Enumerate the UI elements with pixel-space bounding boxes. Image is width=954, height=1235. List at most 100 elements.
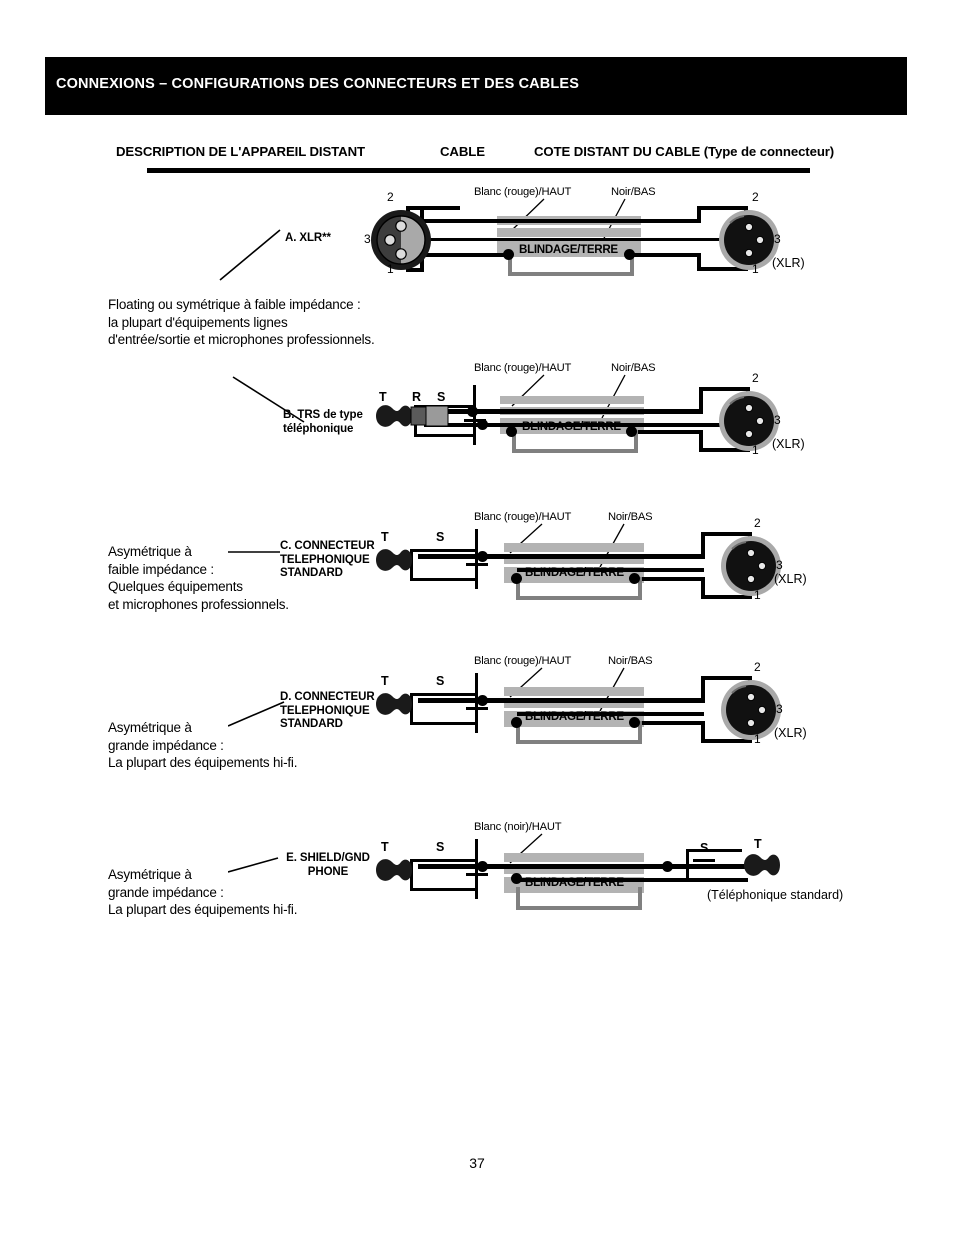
- row-d-shield-loop: [516, 721, 642, 744]
- row-c-description: Asymétrique à faible impédance : Quelque…: [108, 544, 289, 612]
- row-d-right-connector-type: (XLR): [774, 726, 807, 740]
- row-b-wire: [414, 434, 476, 437]
- row-a-shield-dot-left: [503, 249, 514, 260]
- row-e-shield-dot-left: [511, 873, 522, 884]
- row-a-wire: [697, 253, 701, 271]
- row-d-hot-label: Blanc (rouge)/HAUT: [474, 655, 572, 667]
- row-a-shield-band-mid: [497, 228, 641, 237]
- row-d-cold-label: Noir/BAS: [608, 655, 653, 667]
- row-a-shield-band-bot: [497, 240, 641, 257]
- row-a-wire: [420, 219, 700, 223]
- row-b-right-xlr-connector: [719, 391, 779, 451]
- row-b-leader-line: [232, 376, 305, 423]
- row-d-shield-band-top: [504, 687, 644, 696]
- row-b-shield-dot-left: [506, 426, 517, 437]
- row-b-shield-loop: [512, 430, 638, 453]
- row-c-shield-band-top: [504, 543, 644, 552]
- row-d-wire: [410, 722, 478, 725]
- row-d-wire: [466, 707, 488, 710]
- row-e-wire: [418, 864, 748, 869]
- row-c-leader-line: [228, 551, 280, 553]
- row-b-right-pin-3: 3: [774, 413, 781, 427]
- row-b-cold-label: Noir/BAS: [611, 362, 656, 374]
- column-heading-description: DESCRIPTION DE L'APPAREIL DISTANT: [116, 144, 365, 159]
- row-b-label: B. TRS de type téléphonique: [283, 409, 363, 435]
- row-a-description: Floating ou symétrique à faible impédanc…: [108, 297, 375, 347]
- row-c-contact-s: S: [436, 530, 445, 544]
- row-a-hot-leader: [511, 198, 545, 231]
- row-e-wire: [466, 873, 488, 876]
- section-header-bar: CONNEXIONS – CONFIGURATIONS DES CONNECTE…: [45, 57, 907, 115]
- row-e-right-connector-type: (Téléphonique standard): [707, 888, 844, 902]
- row-d-label: D. CONNECTEUR TELEPHONIQUE STANDARD: [280, 691, 375, 730]
- row-d-wire: [701, 676, 751, 680]
- row-c-label: C. CONNECTEUR TELEPHONIQUE STANDARD: [280, 540, 375, 579]
- row-b-contact-s: S: [437, 390, 446, 404]
- row-a-label: A. XLR**: [285, 232, 331, 244]
- row-a-wire: [404, 238, 748, 241]
- row-a-wire: [697, 206, 701, 223]
- row-c-wire: [701, 532, 751, 536]
- row-b-wire: [699, 387, 749, 391]
- row-e-left-phone-plug: [376, 859, 412, 881]
- row-c-hot-dot: [477, 551, 488, 562]
- row-a-wire: [420, 253, 508, 257]
- row-e-shield-band-top: [504, 853, 644, 862]
- row-b-shield-label: BLINDAGE/TERRE: [522, 420, 621, 433]
- row-c-wire: [701, 532, 705, 559]
- row-c-shield-band-mid: [504, 555, 644, 564]
- row-e-wire: [517, 878, 748, 882]
- row-a-wire: [420, 253, 424, 272]
- row-c-wire: [410, 549, 413, 581]
- row-d-hot-dot: [477, 695, 488, 706]
- row-b-wire: [464, 419, 486, 422]
- row-a-left-pin-1: 1: [387, 262, 394, 276]
- section-header-title: CONNEXIONS – CONFIGURATIONS DES CONNECTE…: [56, 76, 580, 92]
- row-e-shield-band-mid: [504, 865, 644, 874]
- row-a-wire: [697, 267, 747, 271]
- row-b-contact-t: T: [379, 390, 387, 404]
- row-d-contact-s: S: [436, 674, 445, 688]
- row-c-shield-dot-right: [629, 573, 640, 584]
- row-c-right-pin-1: 1: [754, 588, 761, 602]
- row-b-cold-dot: [477, 419, 488, 430]
- row-d-wire: [630, 721, 704, 725]
- row-a-hot-label: Blanc (rouge)/HAUT: [474, 186, 572, 198]
- row-e-right-phone-plug: [744, 854, 780, 876]
- row-e-shield-label: BLINDAGE/TERRE: [525, 876, 624, 889]
- row-e-wire: [693, 859, 715, 862]
- row-a-wire: [629, 253, 701, 257]
- row-d-phone-plug: [376, 693, 412, 715]
- row-a-left-pin-3: 3: [364, 232, 371, 246]
- row-d-right-pin-1: 1: [754, 732, 761, 746]
- row-b-wire: [424, 423, 750, 427]
- row-b-contact-r: R: [412, 390, 422, 404]
- row-a-shield-label: BLINDAGE/TERRE: [519, 243, 618, 256]
- row-a-right-xlr-connector: [719, 210, 779, 270]
- row-c-phone-plug: [376, 549, 412, 571]
- row-e-label: E. SHIELD/GND PHONE: [286, 852, 370, 878]
- row-d-leader-line: [228, 701, 285, 727]
- row-d-wire: [475, 673, 478, 733]
- row-b-wire: [424, 409, 702, 414]
- row-d-shield-label: BLINDAGE/TERRE: [525, 710, 624, 723]
- row-e-description: Asymétrique à grande impédance : La plup…: [108, 867, 298, 917]
- row-b-trs-plug: [376, 405, 449, 427]
- row-c-cold-label: Noir/BAS: [608, 511, 653, 523]
- row-d-description: Asymétrique à grande impédance : La plup…: [108, 720, 298, 770]
- row-c-wire: [475, 529, 478, 589]
- row-a-leader-line: [219, 229, 281, 281]
- row-a-left-pin-2: 2: [387, 190, 394, 204]
- row-a-wire: [420, 206, 460, 210]
- row-c-shield-label: BLINDAGE/TERRE: [525, 566, 624, 579]
- row-b-hot-label: Blanc (rouge)/HAUT: [474, 362, 572, 374]
- row-b-right-pin-2: 2: [752, 371, 759, 385]
- row-d-wire: [410, 693, 413, 725]
- row-e-wire: [410, 859, 413, 891]
- row-d-wire: [410, 693, 478, 696]
- row-c-wire: [630, 577, 704, 581]
- row-d-wire: [701, 676, 705, 703]
- page-number: 37: [469, 1155, 485, 1171]
- row-c-contact-t: T: [381, 530, 389, 544]
